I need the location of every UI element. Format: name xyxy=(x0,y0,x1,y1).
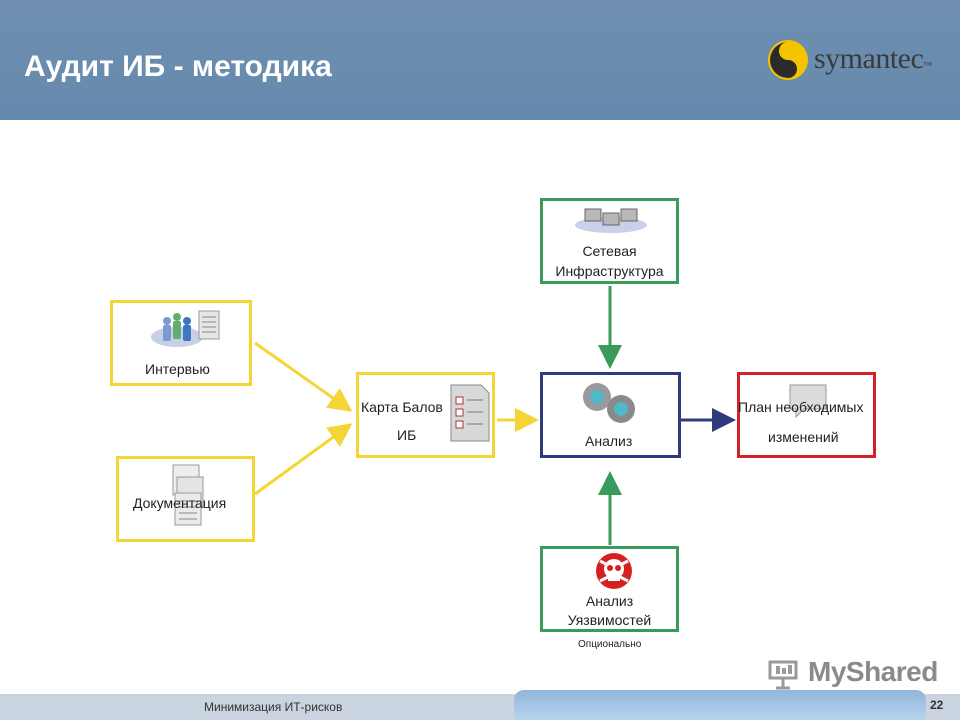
network-infrastructure-box: Сетевая Инфраструктура xyxy=(540,198,679,284)
plan-box: План необходимых изменений xyxy=(737,372,876,458)
network-label-line1: Сетевая xyxy=(582,243,637,259)
plan-label-line1: План необходимых xyxy=(738,399,864,415)
balance-map-label-line2: ИБ xyxy=(397,427,417,443)
speech-bubble-icon xyxy=(789,384,827,419)
myshared-watermark: MyShared xyxy=(766,656,938,690)
skull-icon xyxy=(596,553,632,589)
symantec-logo-text: symantec xyxy=(814,42,924,75)
optional-note: Опционально xyxy=(578,639,642,650)
footer-text: Минимизация ИТ-рисков xyxy=(204,700,343,714)
balance-map-box: Карта Балов ИБ xyxy=(356,372,495,458)
myshared-text: MyShared xyxy=(808,656,938,687)
balance-map-label-line1: Карта Балов xyxy=(361,399,443,415)
symantec-logo-icon xyxy=(768,40,808,80)
document-stack-icon xyxy=(172,464,204,526)
symantec-logo: symantec™ xyxy=(764,36,944,86)
documentation-box: Документация xyxy=(116,456,255,542)
arrow-interview-to-map xyxy=(254,341,353,412)
symantec-logo-tm: ™ xyxy=(923,60,932,70)
plan-label-line2: изменений xyxy=(768,429,839,445)
analysis-label: Анализ xyxy=(585,433,633,449)
arrow-docs-to-map xyxy=(254,423,353,496)
vulnerability-label-line1: Анализ xyxy=(585,593,634,609)
people-documents-icon xyxy=(151,310,220,347)
page-number: 22 xyxy=(930,698,944,712)
documentation-label: Документация xyxy=(133,495,227,511)
vulnerability-analysis-box: Анализ Уязвимостей xyxy=(540,546,679,632)
checklist-icon xyxy=(450,384,490,442)
network-icon xyxy=(575,208,647,233)
myshared-logo-icon xyxy=(768,660,798,690)
interview-box: Интервью xyxy=(110,300,252,386)
slide-title: Аудит ИБ - методика xyxy=(24,50,332,83)
interview-label: Интервью xyxy=(145,361,210,377)
footer-decoration xyxy=(514,690,926,720)
vulnerability-label-line2: Уязвимостей xyxy=(567,612,652,628)
network-label-line2: Инфраструктура xyxy=(555,263,664,279)
gears-icon xyxy=(583,383,635,423)
analysis-box: Анализ xyxy=(540,372,681,458)
